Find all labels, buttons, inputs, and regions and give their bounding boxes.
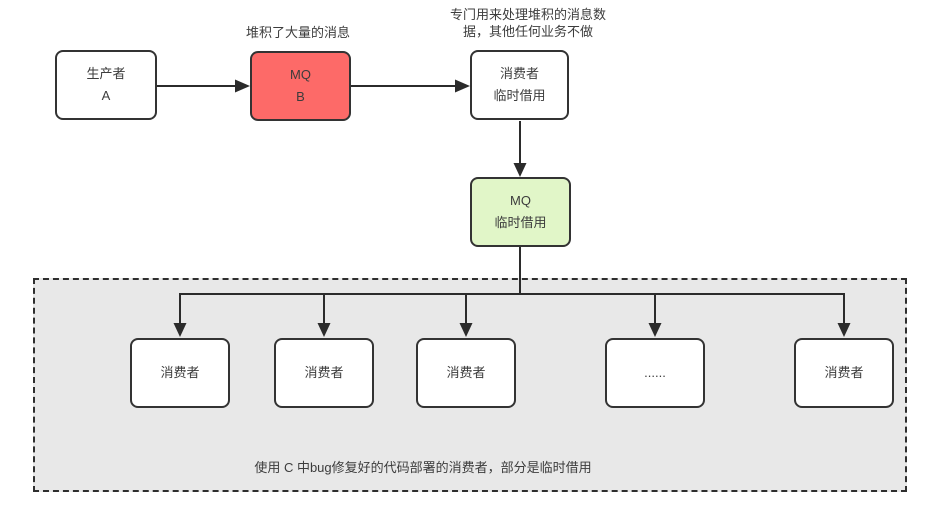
node-consumer-1-label: 消费者 (160, 365, 200, 380)
arrowhead-producer-to-mqb (235, 79, 250, 93)
node-consumer-ellipsis-label: ...... (644, 365, 666, 380)
node-mq-b: MQ B (250, 51, 351, 121)
node-consumer-5-label: 消费者 (824, 365, 864, 380)
label-consumer-temp-purpose-line2: 据，其他任何业务不做 (462, 24, 593, 39)
label-consumer-temp-purpose: 专门用来处理堆积的消息数 据，其他任何业务不做 (408, 6, 648, 40)
label-mqb-backlog: 堆积了大量的消息 (245, 25, 350, 40)
node-mq-b-line2: B (296, 89, 305, 104)
node-producer-a: 生产者 A (55, 50, 157, 120)
node-consumer-3: 消费者 (416, 338, 516, 408)
arrowhead-consumer-to-mqtemp (513, 163, 527, 177)
node-consumer-5: 消费者 (794, 338, 894, 408)
label-consumer-temp-purpose-line1: 专门用来处理堆积的消息数 (449, 7, 606, 22)
node-producer-a-line1: 生产者 (86, 66, 126, 81)
node-mq-temp-line2: 临时借用 (494, 215, 547, 230)
node-consumer-temp: 消费者 临时借用 (470, 50, 569, 120)
node-consumer-ellipsis: ...... (605, 338, 705, 408)
node-consumer-2: 消费者 (274, 338, 374, 408)
label-group-caption: 使用 C 中bug修复好的代码部署的消费者，部分是临时借用 (254, 460, 592, 475)
node-consumer-temp-line2: 临时借用 (493, 88, 546, 103)
node-mq-temp-line1: MQ (510, 193, 531, 208)
node-mq-b-line1: MQ (290, 67, 311, 82)
node-consumer-2-label: 消费者 (304, 365, 344, 380)
node-mq-temp: MQ 临时借用 (470, 177, 571, 247)
node-consumer-1: 消费者 (130, 338, 230, 408)
arrowhead-mqb-to-consumer (455, 79, 470, 93)
node-consumer-temp-line1: 消费者 (499, 66, 539, 81)
node-producer-a-line2: A (101, 88, 111, 103)
node-consumer-3-label: 消费者 (446, 365, 486, 380)
